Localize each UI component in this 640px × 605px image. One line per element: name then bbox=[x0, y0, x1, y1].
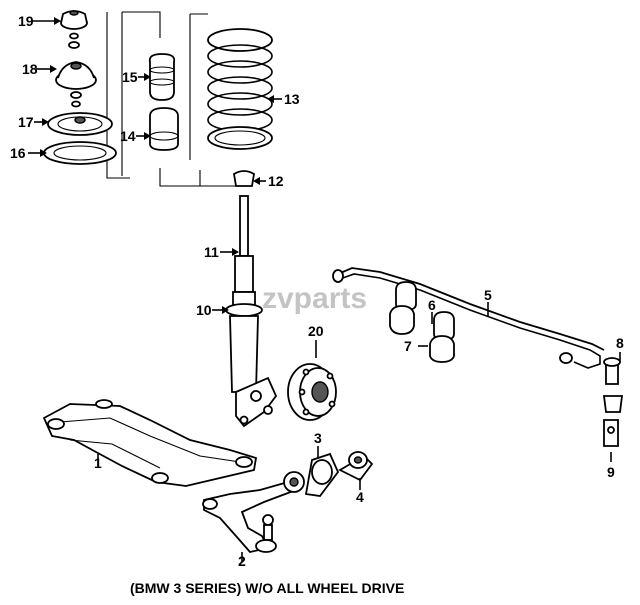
spring-pad-16 bbox=[43, 141, 117, 165]
strut-housing-10 bbox=[229, 315, 278, 428]
callout-18: 18 bbox=[22, 61, 38, 77]
callout-13: 13 bbox=[284, 91, 300, 107]
callout-14: 14 bbox=[120, 128, 136, 144]
stabilizer-link-8 bbox=[602, 357, 624, 413]
bushing-bracket-4 bbox=[338, 451, 374, 482]
callout-15: 15 bbox=[122, 69, 138, 85]
callout-16: 16 bbox=[10, 145, 26, 161]
stabilizer-bar-5 bbox=[332, 267, 605, 369]
callout-9: 9 bbox=[607, 464, 615, 480]
group-brackets bbox=[106, 11, 236, 187]
strut-bearing-18 bbox=[55, 61, 97, 108]
upper-mount-19 bbox=[60, 10, 88, 49]
callout-4: 4 bbox=[356, 489, 364, 505]
bump-stop-15 bbox=[148, 53, 176, 101]
callout-10: 10 bbox=[196, 302, 212, 318]
callout-7: 7 bbox=[404, 338, 412, 354]
callout-1: 1 bbox=[94, 455, 102, 471]
stabilizer-clamp-7 bbox=[389, 305, 455, 363]
watermark: zvparts bbox=[262, 282, 367, 315]
diagram-caption: (BMW 3 SERIES) W/O ALL WHEEL DRIVE bbox=[130, 580, 404, 596]
dust-boot-14 bbox=[149, 107, 179, 151]
callout-labels: 19 18 17 16 15 14 13 12 11 10 20 5 6 7 8… bbox=[10, 13, 624, 569]
coil-spring-13 bbox=[207, 28, 273, 150]
callout-2: 2 bbox=[238, 553, 246, 569]
strut-nut-12 bbox=[233, 170, 255, 187]
callout-3: 3 bbox=[314, 430, 322, 446]
crossmember-1 bbox=[42, 399, 258, 487]
arm-bushing-3 bbox=[283, 452, 340, 497]
callout-17: 17 bbox=[18, 114, 34, 130]
callout-6: 6 bbox=[428, 297, 436, 313]
callout-5: 5 bbox=[484, 287, 492, 303]
link-bracket-9 bbox=[603, 419, 619, 447]
leader-lines bbox=[28, 17, 621, 562]
callout-12: 12 bbox=[268, 173, 284, 189]
callout-8: 8 bbox=[616, 335, 624, 351]
callout-11: 11 bbox=[204, 244, 219, 260]
spring-seat-17 bbox=[47, 112, 113, 136]
callout-20: 20 bbox=[308, 323, 324, 339]
control-arm-2 bbox=[202, 480, 298, 553]
shock-strut-11 bbox=[225, 195, 263, 317]
wheel-hub-20 bbox=[287, 363, 337, 421]
stabilizer-bushing-6 bbox=[395, 281, 455, 341]
callout-19: 19 bbox=[18, 13, 34, 29]
